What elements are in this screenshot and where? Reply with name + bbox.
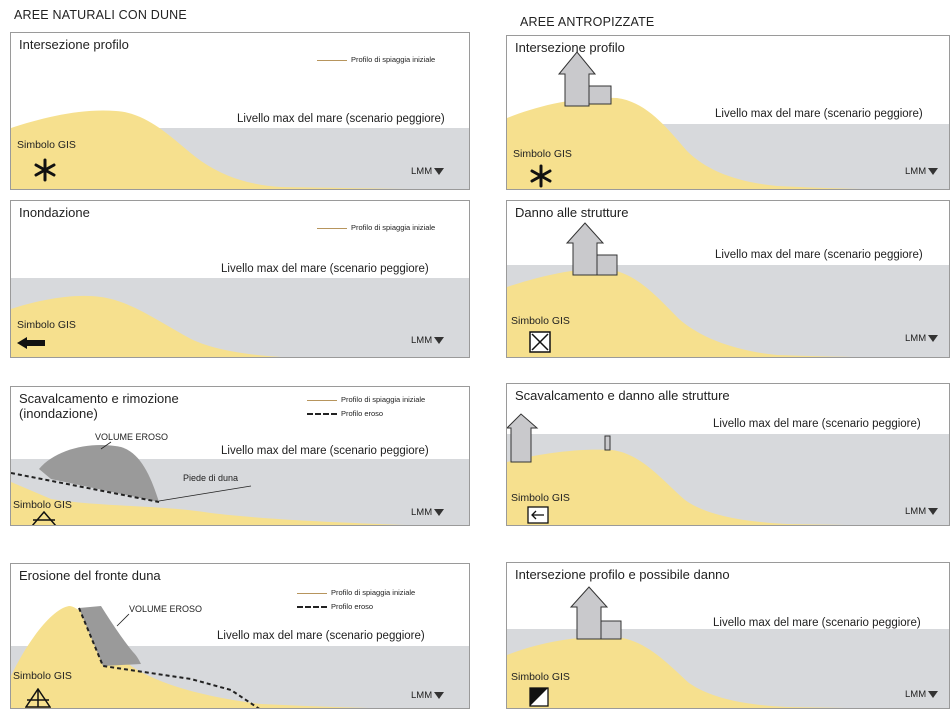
- dune-profile: [507, 97, 861, 189]
- dune-profile: [507, 636, 847, 708]
- volume-leader: [100, 441, 112, 450]
- panel-title: Intersezione profilo e possibile danno: [515, 567, 730, 582]
- triangle-split-icon: [25, 688, 51, 708]
- profile-diagram: [11, 606, 469, 708]
- sea-level-label: Livello max del mare (scenario peggiore): [221, 445, 429, 457]
- eroded-volume: [79, 606, 141, 666]
- sea-level-label: Livello max del mare (scenario peggiore): [713, 617, 921, 629]
- diagonal-split-box-icon: [529, 687, 549, 707]
- legend-eroded-profile: Profilo eroso: [297, 602, 373, 611]
- lmm-marker: LMM: [411, 335, 445, 346]
- panel-urban-scavalcamento: Scavalcamento e danno alle strutture Liv…: [506, 383, 950, 526]
- crossed-box-icon: [529, 331, 551, 353]
- profile-diagram: [11, 110, 469, 189]
- gis-symbol-label: Simbolo GIS: [13, 499, 72, 511]
- panel-title: Danno alle strutture: [515, 205, 629, 220]
- lmm-marker: LMM: [411, 507, 445, 518]
- dune-foot-leader: [158, 485, 252, 502]
- left-column-title: AREE NATURALI CON DUNE: [14, 8, 187, 22]
- dune-foot-label: Piede di duna: [183, 473, 239, 483]
- gis-symbol-label: Simbolo GIS: [511, 315, 570, 327]
- panel-natural-erosione-fronte: Erosione del fronte duna Profilo di spia…: [10, 563, 470, 709]
- legend-eroded-profile: Profilo eroso: [307, 409, 383, 418]
- gis-symbol-label: Simbolo GIS: [511, 492, 570, 504]
- legend-initial-profile: Profilo di spiaggia iniziale: [317, 55, 435, 64]
- panel-urban-danno: Danno alle strutture Livello max del mar…: [506, 200, 950, 358]
- panel-urban-intersezione: Intersezione profilo Livello max del mar…: [506, 35, 950, 190]
- profile-diagram: [507, 586, 949, 708]
- house-icon: [507, 413, 611, 463]
- asterisk-icon: [34, 158, 56, 182]
- profile-diagram: [507, 222, 949, 357]
- house-icon: [565, 222, 618, 276]
- eroded-profile-line: [78, 607, 260, 708]
- eroded-volume: [39, 445, 159, 502]
- house-icon: [557, 51, 612, 107]
- panel-urban-possibile-danno: Intersezione profilo e possibile danno L…: [506, 562, 950, 709]
- lmm-marker: LMM: [905, 689, 939, 700]
- gis-symbol-label: Simbolo GIS: [511, 671, 570, 683]
- volume-eroded-label: VOLUME EROSO: [95, 432, 169, 442]
- sea-level-label: Livello max del mare (scenario peggiore): [713, 418, 921, 430]
- dune-profile: [507, 268, 853, 357]
- legend-initial-profile: Profilo di spiaggia iniziale: [317, 223, 435, 232]
- profile-diagram: [507, 413, 949, 525]
- lmm-marker: LMM: [905, 506, 939, 517]
- profile-diagram: [11, 278, 469, 357]
- dune-profile: [11, 295, 281, 357]
- lmm-marker: LMM: [905, 166, 939, 177]
- triangle-hatched-icon: [31, 511, 57, 525]
- sea-level-label: Livello max del mare (scenario peggiore): [217, 630, 425, 642]
- legend-initial-profile: Profilo di spiaggia iniziale: [307, 395, 425, 404]
- gis-symbol-label: Simbolo GIS: [513, 148, 572, 160]
- gis-symbol-label: Simbolo GIS: [17, 139, 76, 151]
- panel-title: Intersezione profilo: [515, 40, 625, 55]
- lmm-marker: LMM: [905, 333, 939, 344]
- gis-symbol-label: Simbolo GIS: [13, 670, 72, 682]
- asterisk-icon: [530, 164, 552, 188]
- lmm-marker: LMM: [411, 166, 445, 177]
- panel-natural-intersezione: Intersezione profilo Profilo di spiaggia…: [10, 32, 470, 190]
- left-arrow-icon: [17, 337, 45, 349]
- house-icon: [569, 586, 622, 640]
- panel-title: Erosione del fronte duna: [19, 568, 161, 583]
- sea-level-label: Livello max del mare (scenario peggiore): [715, 108, 923, 120]
- panel-title: Scavalcamento e rimozione(inondazione): [19, 391, 179, 421]
- sea-level-label: Livello max del mare (scenario peggiore): [715, 249, 923, 261]
- profile-diagram: [11, 441, 469, 525]
- volume-leader: [116, 613, 130, 627]
- sea-level-label: Livello max del mare (scenario peggiore): [237, 113, 445, 125]
- legend-initial-profile: Profilo di spiaggia iniziale: [297, 588, 415, 597]
- panel-title: Scavalcamento e danno alle strutture: [515, 388, 730, 403]
- dune-profile: [507, 449, 847, 525]
- right-column-title: AREE ANTROPIZZATE: [520, 15, 655, 29]
- panel-title: Intersezione profilo: [19, 37, 129, 52]
- lmm-marker: LMM: [411, 690, 445, 701]
- boxed-left-arrow-icon: [527, 506, 549, 524]
- panel-title: Inondazione: [19, 205, 90, 220]
- gis-symbol-label: Simbolo GIS: [17, 319, 76, 331]
- dune-profile: [11, 482, 407, 525]
- panel-natural-inondazione: Inondazione Profilo di spiaggia iniziale…: [10, 200, 470, 358]
- profile-diagram: [507, 51, 949, 189]
- dune-profile: [11, 110, 409, 189]
- volume-eroded-label: VOLUME EROSO: [129, 604, 203, 614]
- panel-natural-scavalcamento: Scavalcamento e rimozione(inondazione) P…: [10, 386, 470, 526]
- sea-level-label: Livello max del mare (scenario peggiore): [221, 263, 429, 275]
